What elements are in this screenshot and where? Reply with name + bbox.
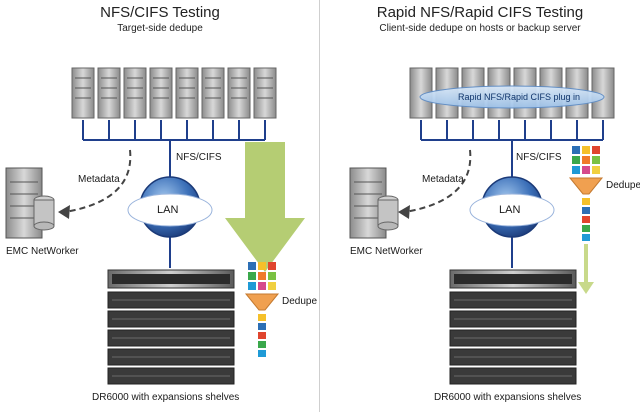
- lan-globe: [469, 176, 555, 238]
- network-bus: [420, 120, 604, 268]
- dedupe-funnel: [568, 177, 604, 195]
- panel-title: NFS/CIFS Testing: [100, 4, 220, 21]
- emc-networker-server: [349, 167, 399, 239]
- metadata-label: Metadata: [78, 174, 120, 185]
- networker-label: EMC NetWorker: [350, 246, 423, 257]
- emc-networker-server: [5, 167, 55, 239]
- host-server: [97, 67, 121, 119]
- deduped-blocks: [582, 198, 590, 241]
- panel-rapid-nfs-cifs: Rapid NFS/Rapid CIFS Testing Client-side…: [320, 0, 640, 412]
- data-flow-arrow: [578, 244, 594, 294]
- protocol-label: NFS/CIFS: [516, 152, 562, 163]
- host-server: [253, 67, 277, 119]
- networker-label: EMC NetWorker: [6, 246, 79, 257]
- dr6000-rack: [107, 269, 235, 385]
- host-servers: [71, 67, 277, 119]
- panel-divider: [319, 0, 320, 412]
- host-server: [71, 67, 95, 119]
- lan-globe: [127, 176, 213, 238]
- plugin-overlay: [419, 85, 605, 109]
- data-flow-arrow: [225, 142, 305, 272]
- rapid-nfs-cifs-diagram: [349, 67, 615, 385]
- protocol-label: NFS/CIFS: [176, 152, 222, 163]
- metadata-arrow: [398, 149, 472, 219]
- data-blocks: [248, 262, 276, 290]
- host-server: [227, 67, 251, 119]
- panel-nfs-cifs: NFS/CIFS Testing Target-side dedupe: [5, 4, 318, 403]
- deduped-blocks: [258, 314, 266, 357]
- lan-label: LAN: [499, 204, 521, 216]
- metadata-arrow: [58, 149, 132, 219]
- storage-label: DR6000 with expansions shelves: [92, 392, 240, 403]
- dedupe-funnel: [244, 293, 280, 311]
- host-server: [123, 67, 147, 119]
- panel-subtitle: Target-side dedupe: [117, 23, 203, 34]
- nfs-cifs-diagram: [5, 67, 305, 385]
- dedupe-label: Dedupe: [282, 296, 318, 307]
- storage-label: DR6000 with expansions shelves: [434, 392, 582, 403]
- panel-title: Rapid NFS/Rapid CIFS Testing: [376, 4, 584, 21]
- lan-label: LAN: [157, 204, 179, 216]
- network-bus: [82, 120, 266, 268]
- data-blocks: [572, 146, 600, 174]
- panel-subtitle: Client-side dedupe on hosts or backup se…: [379, 23, 581, 34]
- metadata-label: Metadata: [422, 174, 464, 185]
- dedupe-label: Dedupe: [606, 180, 640, 191]
- host-server: [175, 67, 199, 119]
- dr6000-rack: [449, 269, 577, 385]
- plugin-label: Rapid NFS/Rapid CIFS plug in: [458, 92, 581, 102]
- host-server: [201, 67, 225, 119]
- host-server: [149, 67, 173, 119]
